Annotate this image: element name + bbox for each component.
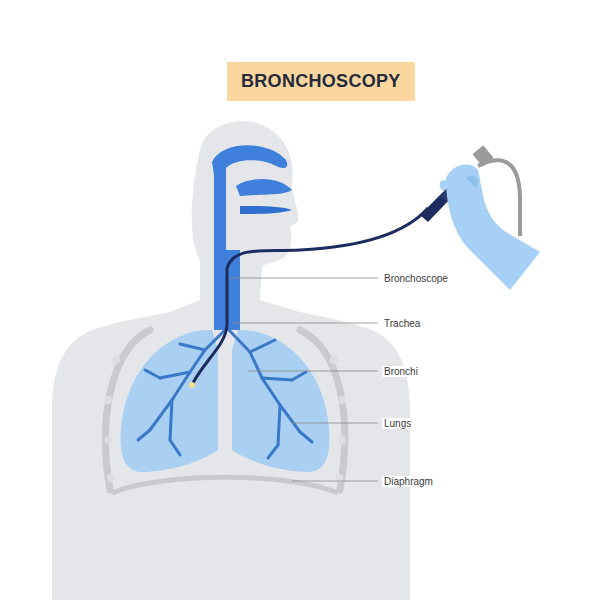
title-banner: BRONCHOSCOPY	[227, 62, 415, 101]
body-silhouette	[52, 121, 410, 600]
part-label: Bronchoscope	[382, 273, 450, 284]
diaphragm	[112, 477, 338, 493]
hand	[440, 164, 540, 290]
part-label: Trachea	[382, 318, 422, 329]
leader-lines	[229, 278, 378, 481]
scope-tip-light	[189, 382, 195, 388]
part-label: Bronchi	[382, 366, 420, 377]
rib-cage	[106, 330, 345, 490]
part-label: Lungs	[382, 418, 413, 429]
bronchial-tree	[138, 328, 312, 458]
lungs	[121, 330, 330, 472]
part-label: Diaphragm	[382, 476, 435, 487]
bronchoscope-tube	[193, 208, 428, 383]
airway	[212, 145, 292, 330]
